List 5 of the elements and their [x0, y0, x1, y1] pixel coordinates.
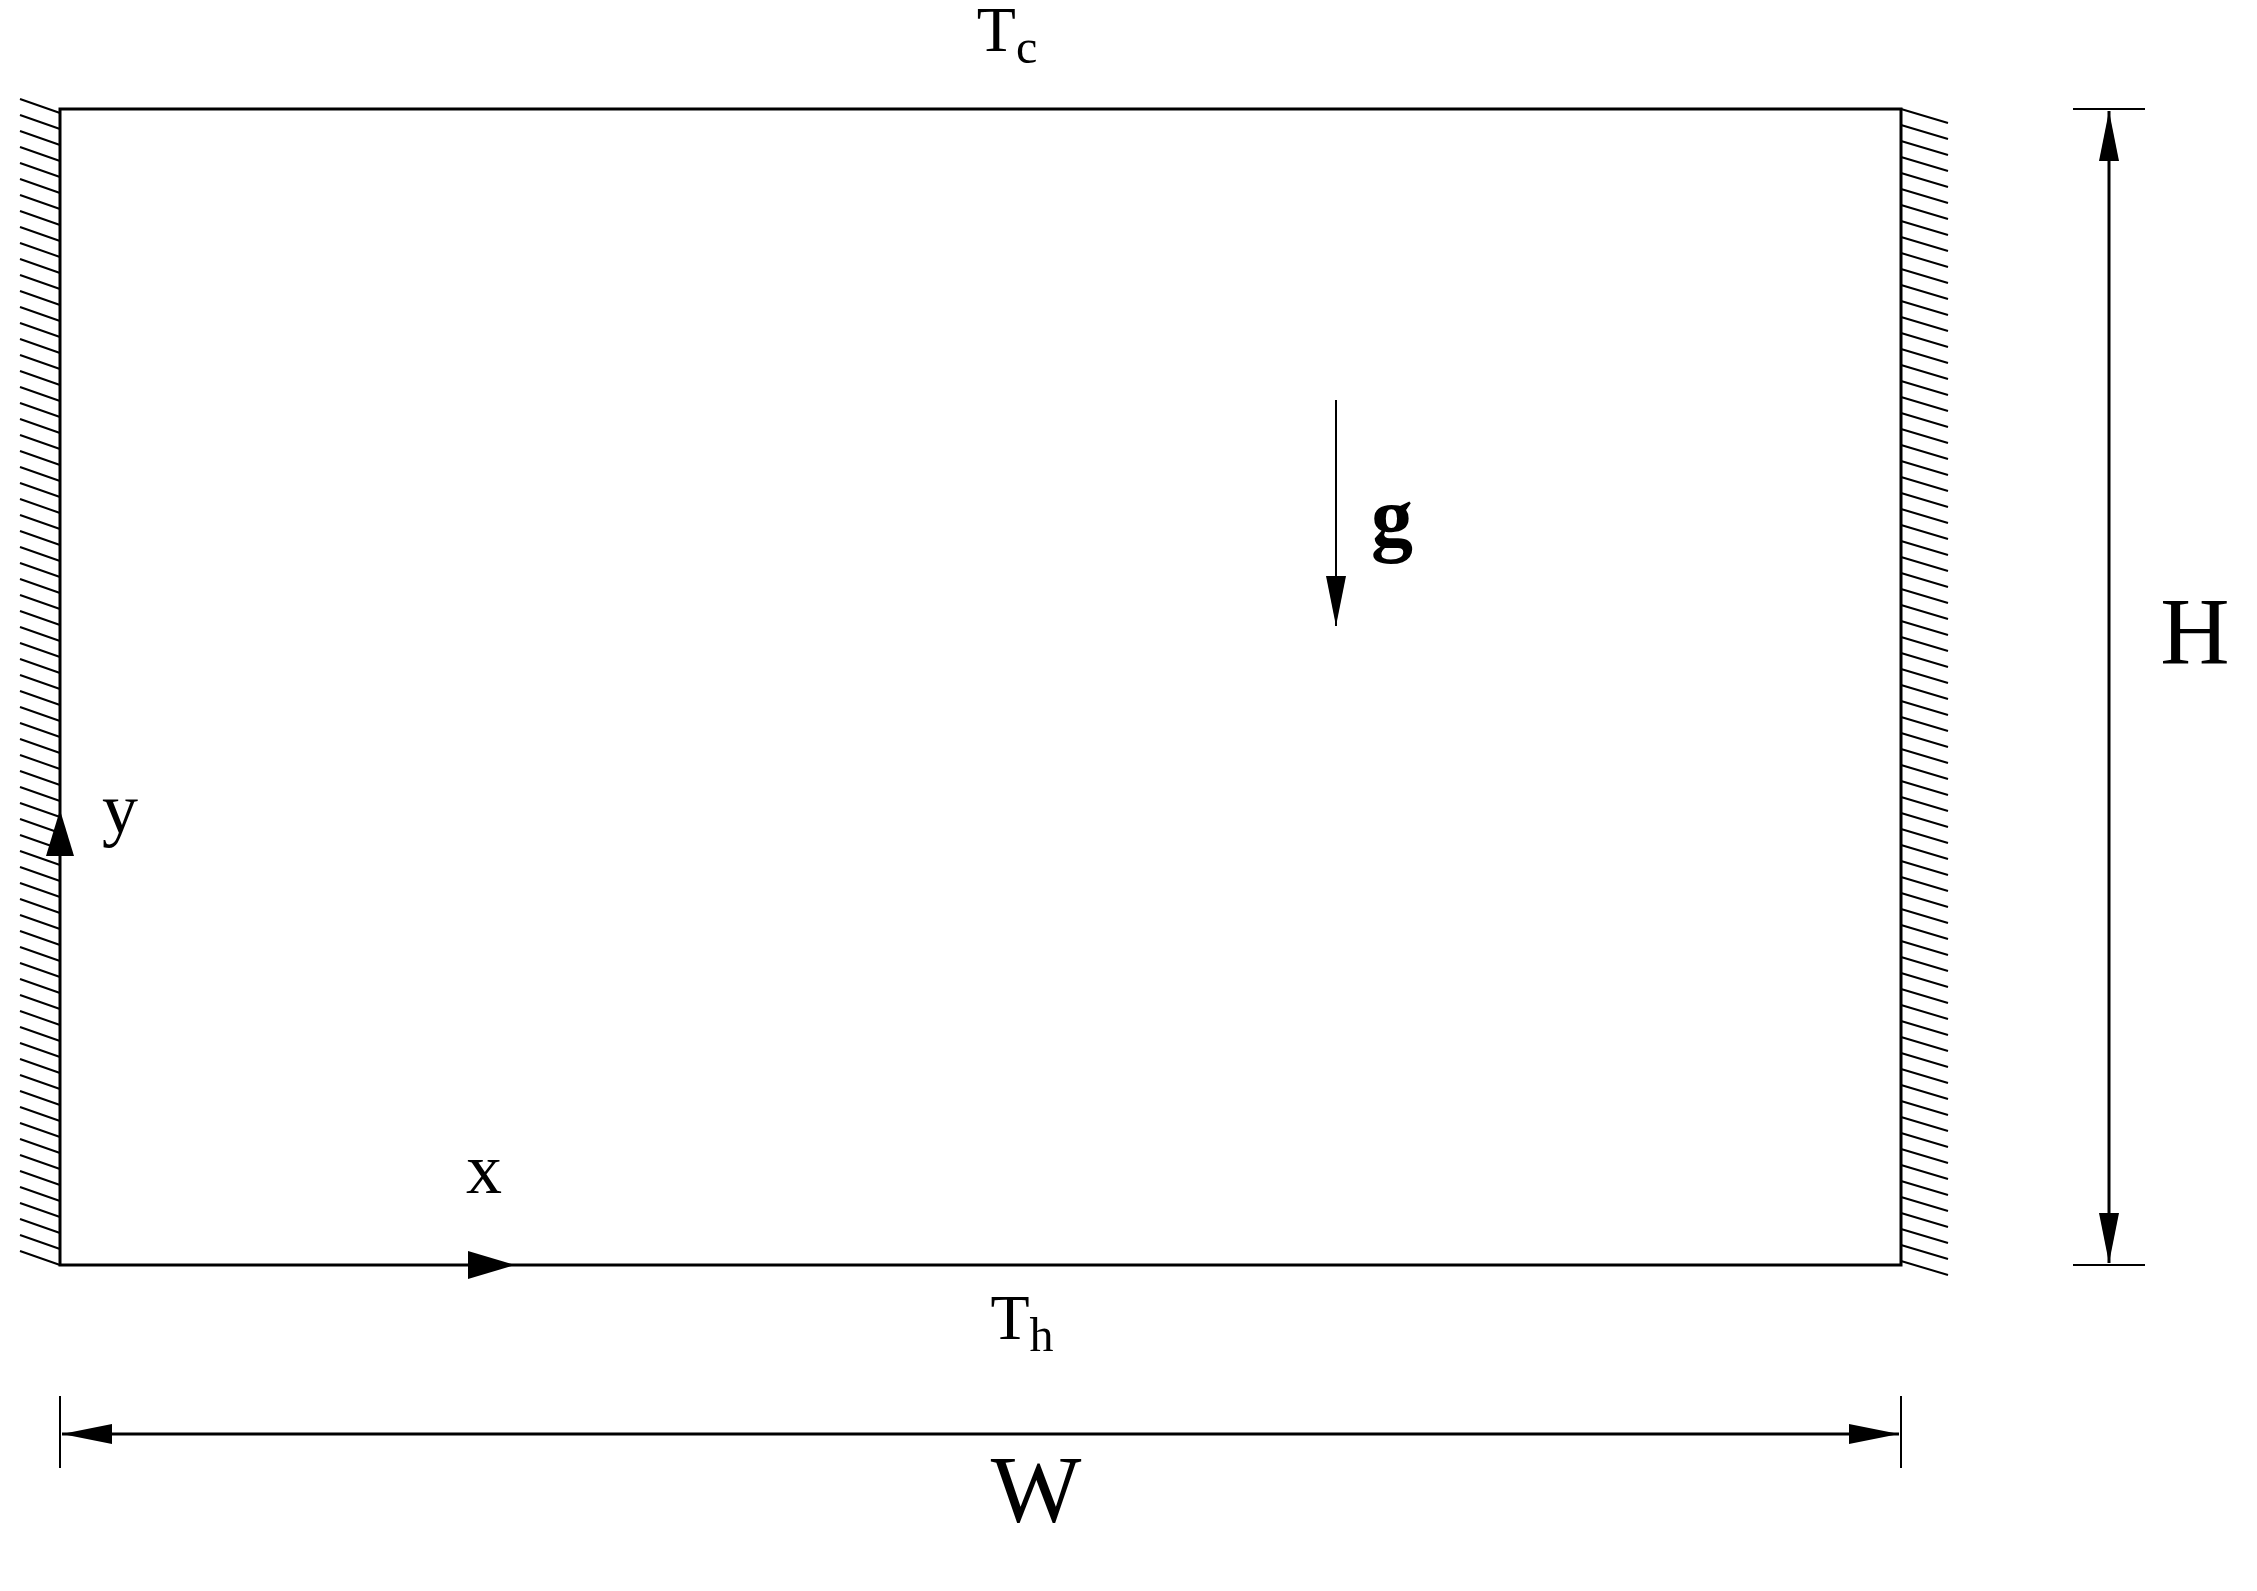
temperature-label: T$_{h}$ [990, 1286, 1054, 1350]
axis-label: x [466, 1133, 502, 1205]
dimension-label: H [2160, 584, 2230, 680]
temperature-label: T$_{c}$ [976, 0, 1038, 62]
dimension-label: W [990, 1442, 1082, 1538]
